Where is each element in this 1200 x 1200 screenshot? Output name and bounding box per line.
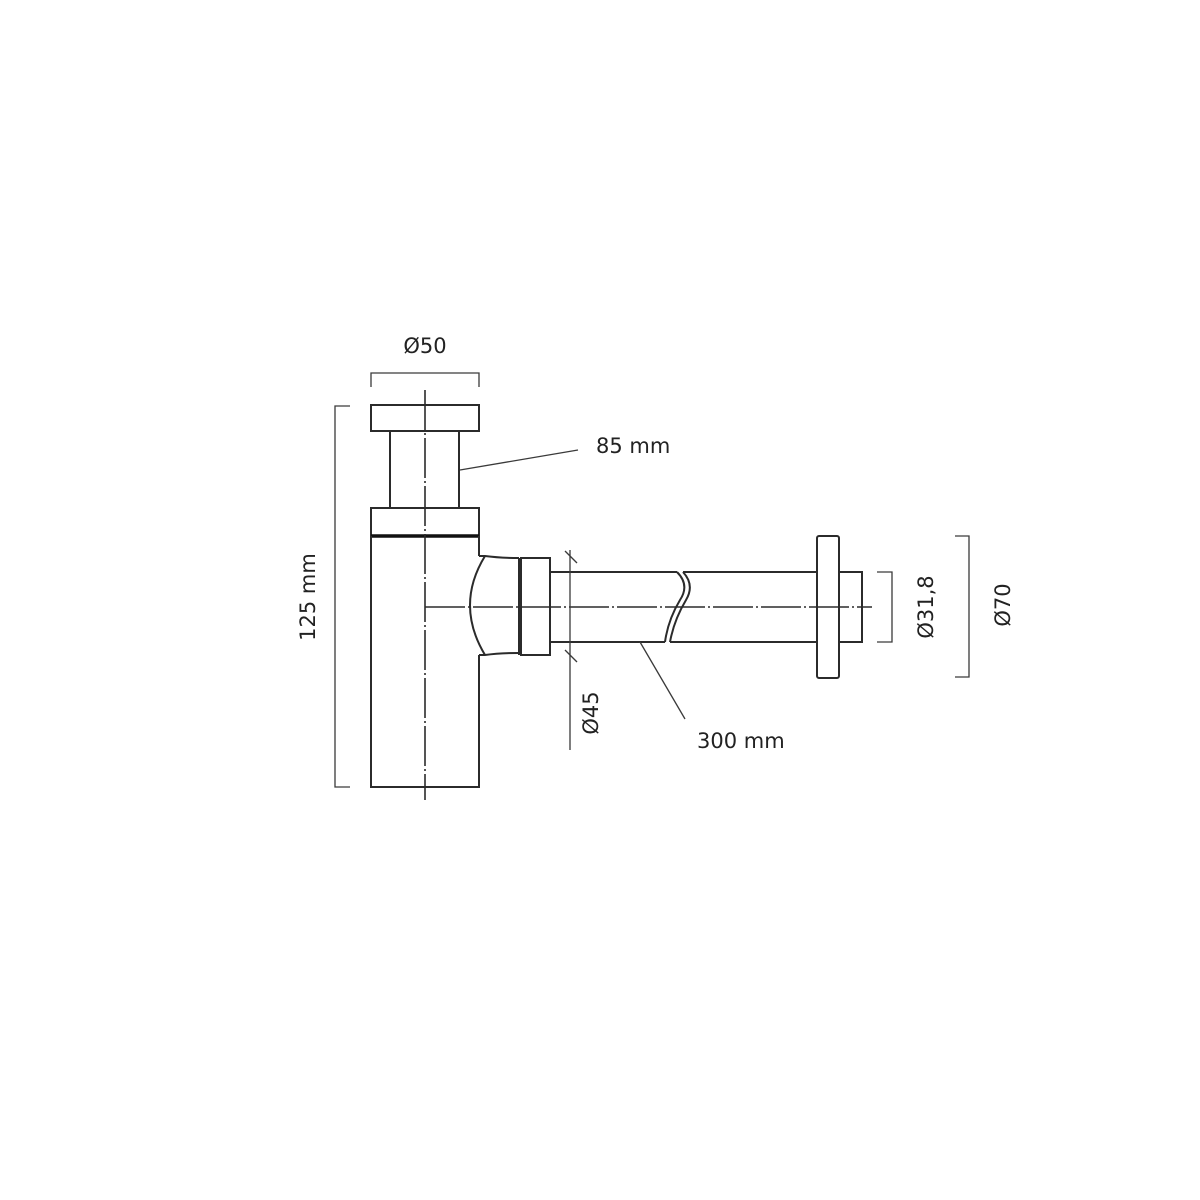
dim-bracket-flange-diameter xyxy=(955,535,970,678)
trap-body xyxy=(370,390,480,800)
break-line-1 xyxy=(664,571,686,643)
dim-bracket-pipe-diameter xyxy=(877,571,893,643)
break-line-2 xyxy=(669,571,691,643)
dim-bracket-top-diameter xyxy=(370,372,480,387)
label-flange-diameter: Ø70 xyxy=(991,583,1015,626)
branch-arc xyxy=(469,555,486,656)
dimensions xyxy=(334,372,970,788)
tick-outlet-bottom xyxy=(564,649,578,663)
label-outlet-diameter: Ø45 xyxy=(579,691,603,734)
tick-outlet-top xyxy=(564,550,578,564)
pipe-right-walls xyxy=(670,571,817,643)
label-pipe-length: 300 mm xyxy=(697,729,785,753)
label-total-height: 125 mm xyxy=(296,553,320,641)
branch-walls xyxy=(479,555,520,656)
dim-bracket-total-height xyxy=(334,405,350,788)
label-tube-length: 85 mm xyxy=(596,434,670,458)
horizontal-pipe xyxy=(425,535,872,679)
label-pipe-diameter: Ø31,8 xyxy=(914,575,938,638)
label-top-diameter: Ø50 xyxy=(403,334,446,358)
leader-pipe-length xyxy=(639,641,686,720)
pipe-left-walls xyxy=(550,571,677,643)
outlet-branch xyxy=(469,555,551,656)
leader-tube-length xyxy=(459,449,579,471)
